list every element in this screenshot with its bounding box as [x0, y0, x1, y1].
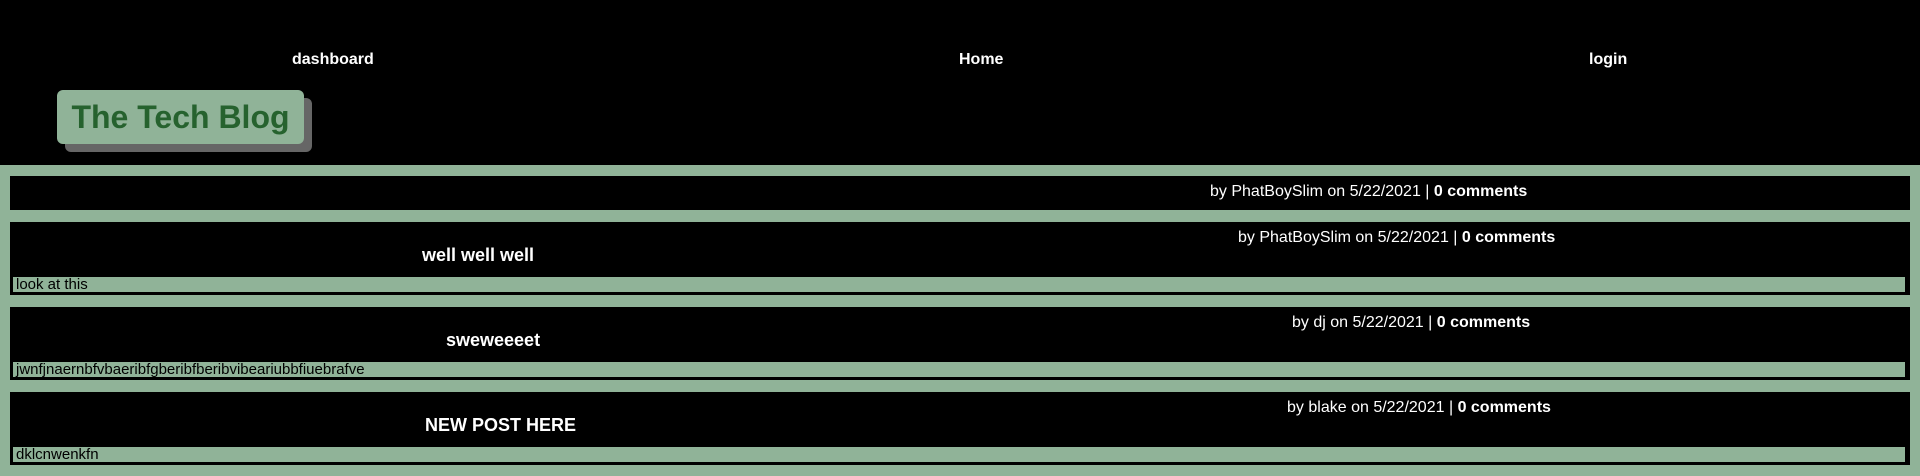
site-header: dashboard Home login The Tech Blog	[0, 0, 1920, 165]
post-separator: |	[1448, 399, 1454, 416]
post-author: blake	[1308, 399, 1347, 416]
post-card[interactable]: by dj on 5/22/2021 | 0 comments sweweeee…	[9, 306, 1911, 381]
post-meta: by PhatBoySlim on 5/22/2021 | 0 comments	[1238, 228, 1555, 248]
post-meta: by blake on 5/22/2021 | 0 comments	[1287, 398, 1551, 418]
post-comments-count[interactable]: 0 comments	[1457, 399, 1551, 416]
nav-link-home[interactable]: Home	[959, 51, 1004, 68]
site-logo: The Tech Blog	[57, 90, 312, 152]
post-date: 5/22/2021	[1352, 314, 1424, 331]
post-body: dklcnwenkfn	[12, 446, 1906, 463]
nav-link-dashboard[interactable]: dashboard	[292, 51, 374, 68]
post-meta: by PhatBoySlim on 5/22/2021 | 0 comments	[1210, 182, 1527, 202]
post-date: 5/22/2021	[1349, 183, 1421, 200]
post-author: PhatBoySlim	[1259, 229, 1351, 246]
post-title[interactable]: sweweeeet	[446, 330, 541, 350]
post-card[interactable]: by blake on 5/22/2021 | 0 comments NEW P…	[9, 391, 1911, 466]
nav-link-login[interactable]: login	[1589, 51, 1628, 68]
post-separator: |	[1453, 229, 1458, 246]
post-on-label: on	[1351, 399, 1369, 416]
post-comments-count[interactable]: 0 comments	[1461, 229, 1556, 246]
post-on-label: on	[1355, 229, 1374, 246]
post-separator: |	[1428, 314, 1433, 331]
post-body: look at this	[12, 276, 1906, 293]
post-by-label: by	[1210, 183, 1227, 200]
post-list: by PhatBoySlim on 5/22/2021 | 0 comments…	[0, 165, 1920, 476]
post-on-label: on	[1327, 183, 1346, 200]
post-on-label: on	[1330, 314, 1349, 331]
post-body: jwnfjnaernbfvbaeribfgberibfberibvibeariu…	[12, 361, 1906, 378]
post-by-label: by	[1238, 229, 1255, 246]
post-date: 5/22/2021	[1373, 399, 1445, 416]
post-title[interactable]: NEW POST HERE	[425, 415, 577, 435]
post-meta: by dj on 5/22/2021 | 0 comments	[1292, 313, 1530, 333]
post-separator: |	[1425, 183, 1430, 200]
post-author: dj	[1313, 314, 1326, 331]
post-comments-count[interactable]: 0 comments	[1436, 314, 1531, 331]
post-comments-count[interactable]: 0 comments	[1433, 183, 1528, 200]
post-title[interactable]: well well well	[422, 245, 535, 265]
post-author: PhatBoySlim	[1231, 183, 1323, 200]
post-card[interactable]: by PhatBoySlim on 5/22/2021 | 0 comments	[9, 175, 1911, 211]
post-by-label: by	[1292, 314, 1309, 331]
post-card[interactable]: by PhatBoySlim on 5/22/2021 | 0 comments…	[9, 221, 1911, 296]
site-title: The Tech Blog	[57, 90, 304, 144]
post-by-label: by	[1287, 399, 1304, 416]
post-date: 5/22/2021	[1377, 229, 1449, 246]
